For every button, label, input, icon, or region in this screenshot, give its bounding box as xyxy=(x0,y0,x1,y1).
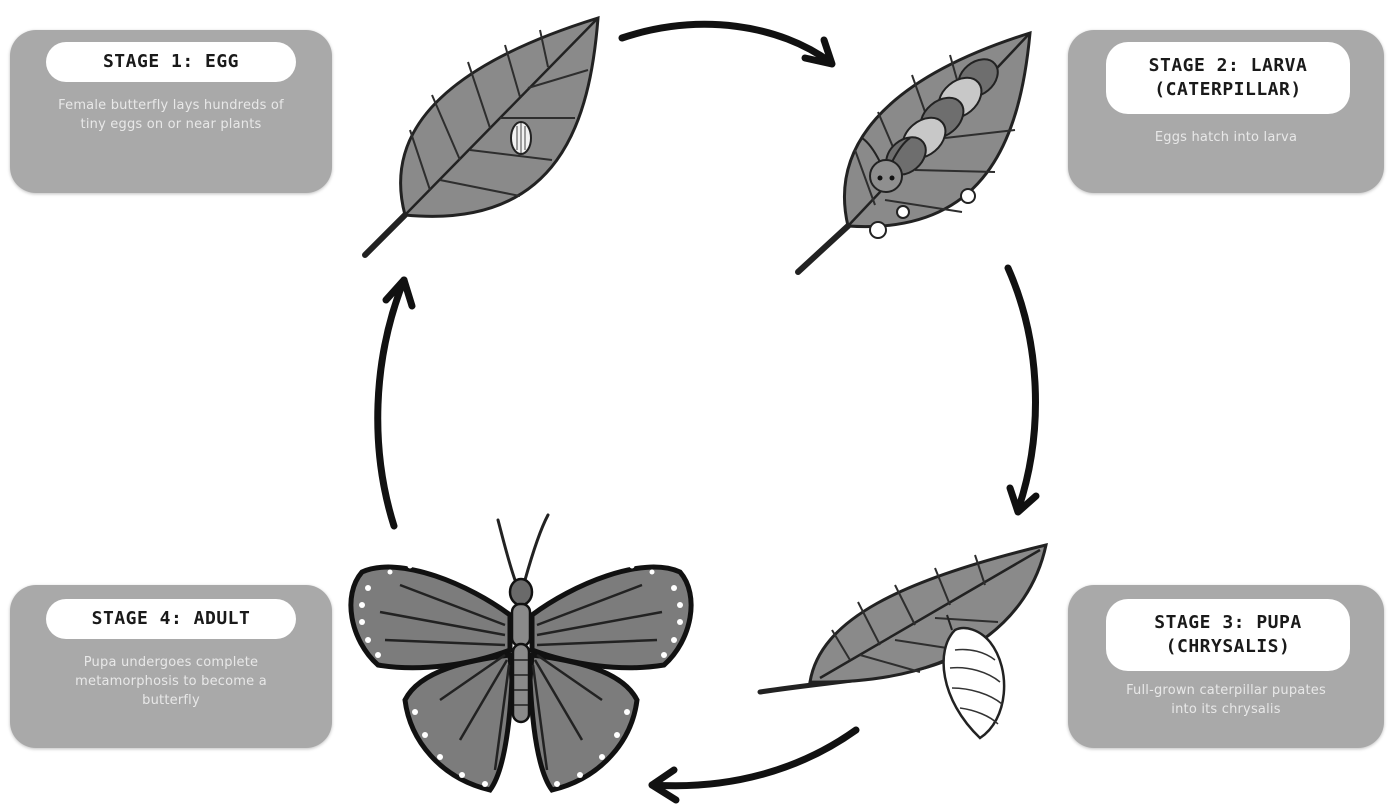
butterfly-icon xyxy=(351,515,691,790)
caterpillar-leaf-icon xyxy=(798,33,1030,272)
egg-leaf-icon xyxy=(365,18,598,255)
chrysalis-leaf-icon xyxy=(760,545,1046,738)
